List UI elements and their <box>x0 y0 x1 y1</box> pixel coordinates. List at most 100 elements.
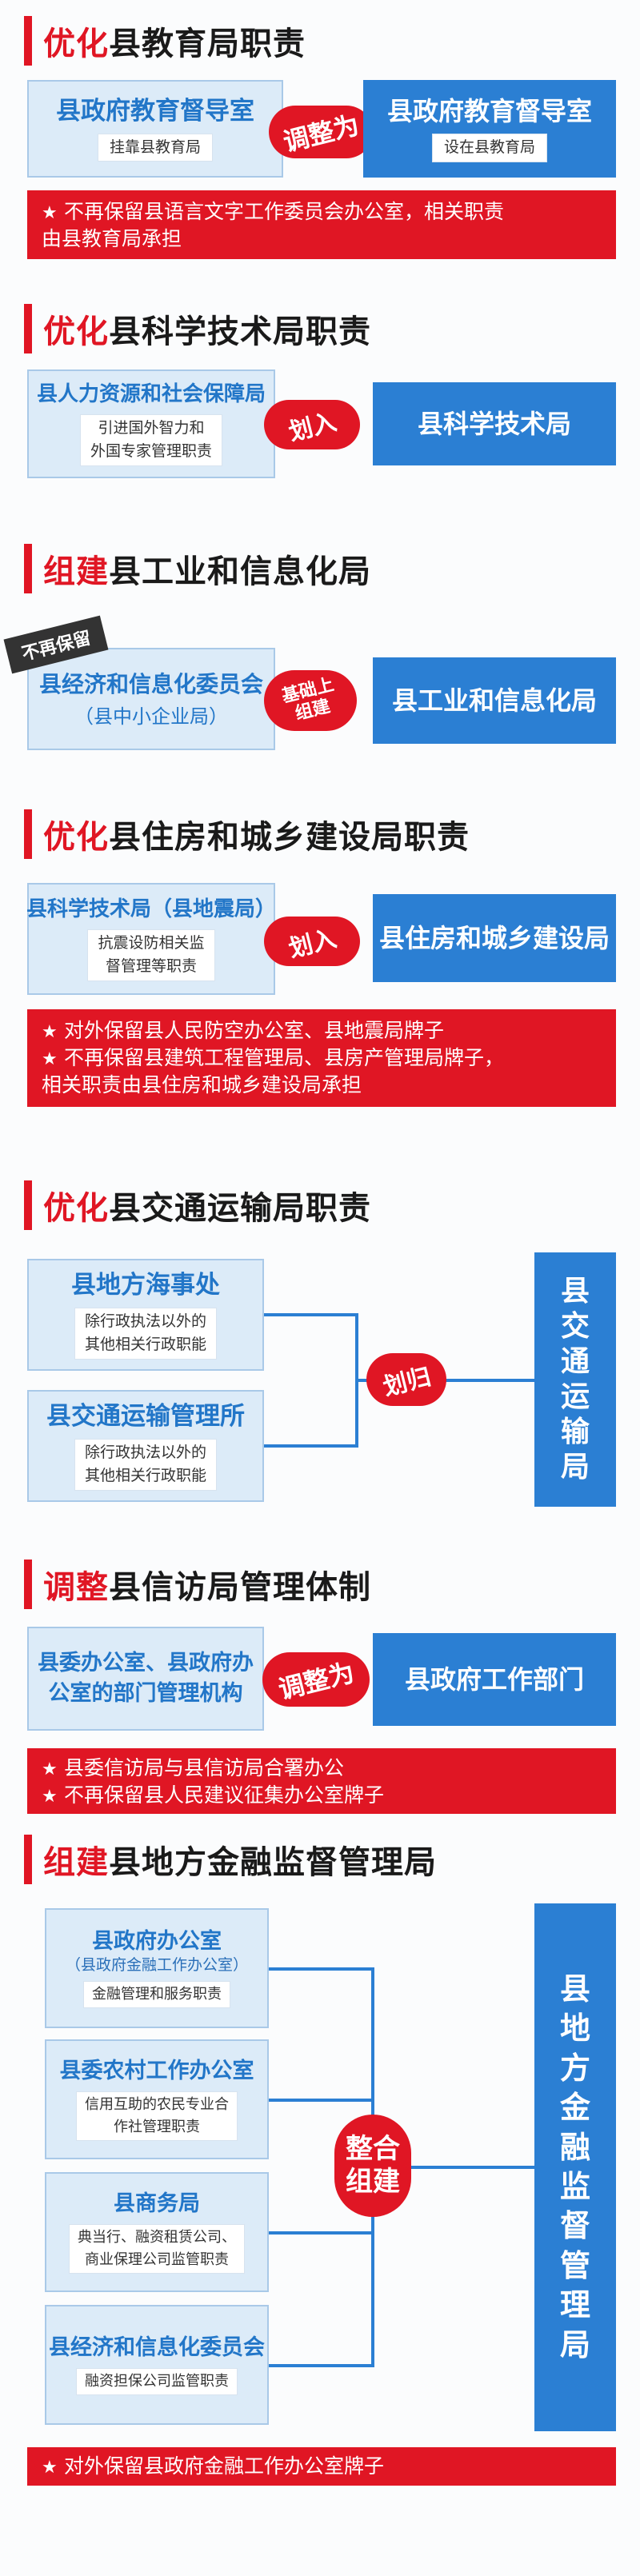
unit-name: 县政府工作部门 <box>404 1664 584 1695</box>
unit-name: 县科学技术局 <box>417 409 571 439</box>
accent-bar <box>24 544 32 593</box>
star-icon: ★ <box>42 2458 58 2478</box>
unit-note: 信用互助的农民专业合 作社管理职责 <box>76 2091 238 2141</box>
target-unit-box: 县政府教育督导室 设在县教育局 <box>363 80 616 178</box>
note-line: ★对外保留县人民防空办公室、县地震局牌子 <box>42 1017 602 1044</box>
section-title: 优化县交通运输局职责 <box>43 1190 371 1227</box>
connector-line <box>269 2231 373 2235</box>
section-header: 组建县工业和信息化局 <box>24 544 371 593</box>
unit-note: （县中小企业局） <box>74 705 228 728</box>
section-title: 组建县工业和信息化局 <box>43 553 371 590</box>
action-badge: 调整为 <box>262 1652 370 1707</box>
note-line: ★不再保留县人民建议征集办公室牌子 <box>42 1782 602 1809</box>
accent-bar <box>24 809 32 859</box>
accent-bar <box>24 1560 32 1609</box>
action-badge: 基础上组建 <box>264 670 357 731</box>
connector-line <box>373 2166 536 2169</box>
connector-line <box>269 1967 373 1971</box>
target-unit-box: 县政府工作部门 <box>373 1633 616 1726</box>
unit-name: 县交通运输管理所 <box>46 1402 245 1432</box>
accent-bar <box>24 1180 32 1230</box>
source-unit-box: 县地方海事处 除行政执法以外的 其他相关行政职能 <box>27 1259 264 1371</box>
action-badge: 整合 组建 <box>334 2115 411 2217</box>
target-unit-box: 县工业和信息化局 <box>373 657 616 744</box>
unit-name: 县人力资源和社会保障局 <box>36 382 266 407</box>
unit-name: 县政府办公室 <box>92 1928 222 1954</box>
section-title: 优化县教育局职责 <box>43 26 306 62</box>
section-header: 优化县交通运输局职责 <box>24 1180 371 1230</box>
unit-alias: （县政府金融工作办公室） <box>65 1955 248 1974</box>
unit-name: 县委办公室、县政府办 <box>38 1651 254 1676</box>
note-line: ★县委信访局与县信访局合署办公 <box>42 1755 602 1782</box>
section-header: 组建县地方金融监督管理局 <box>24 1835 437 1884</box>
accent-bar <box>24 16 32 66</box>
connector-line <box>264 1444 357 1448</box>
connector-line <box>264 1313 357 1316</box>
unit-name: 县科学技术局（县地震局） <box>26 897 277 922</box>
unit-name: 县经济和信息化委员会 <box>38 670 263 697</box>
source-unit-box: 县委农村工作办公室 信用互助的农民专业合 作社管理职责 <box>45 2039 269 2159</box>
unit-name: 县政府教育督导室 <box>56 96 254 126</box>
star-icon: ★ <box>42 1786 58 1807</box>
source-unit-box: 县人力资源和社会保障局 引进国外智力和 外国专家管理职责 <box>27 369 275 478</box>
source-unit-box: 县委办公室、县政府办 公室的部门管理机构 <box>27 1627 264 1731</box>
section-title: 优化县住房和城乡建设局职责 <box>43 819 470 856</box>
unit-note: 设在县教育局 <box>431 134 547 162</box>
star-icon: ★ <box>42 1759 58 1779</box>
connector-line <box>269 2364 373 2367</box>
unit-name: 县地方海事处 <box>71 1271 220 1300</box>
target-unit-box: 县地方金融监督管理局 <box>534 1903 616 2431</box>
section-header: 优化县科学技术局职责 <box>24 304 371 353</box>
source-unit-box: 县交通运输管理所 除行政执法以外的 其他相关行政职能 <box>27 1390 264 1502</box>
action-badge: 划入 <box>264 917 360 966</box>
action-badge: 划归 <box>366 1353 446 1406</box>
star-icon: ★ <box>42 1022 58 1042</box>
unit-name: 县住房和城乡建设局 <box>378 923 610 953</box>
source-unit-box: 县政府办公室 （县政府金融工作办公室） 金融管理和服务职责 <box>45 1908 269 2028</box>
section-title: 优化县科学技术局职责 <box>43 314 371 350</box>
accent-bar <box>24 304 32 353</box>
section-header: 调整县信访局管理体制 <box>24 1560 371 1609</box>
note-box: ★不再保留县语言文字工作委员会办公室，相关职责 由县教育局承担 <box>27 190 616 259</box>
source-unit-box: 县科学技术局（县地震局） 抗震设防相关监 督管理等职责 <box>26 883 277 995</box>
unit-note: 除行政执法以外的 其他相关行政职能 <box>74 1438 217 1491</box>
section-title: 组建县地方金融监督管理局 <box>43 1844 437 1881</box>
note-line: 由县教育局承担 <box>42 226 182 250</box>
unit-name: 县政府教育督导室 <box>386 96 592 127</box>
unit-note: 挂靠县教育局 <box>97 133 213 162</box>
target-unit-box: 县交通运输局 <box>534 1252 616 1507</box>
unit-name: 县经济和信息化委员会 <box>49 2335 265 2361</box>
note-line: ★对外保留县政府金融工作办公室牌子 <box>42 2453 602 2480</box>
unit-name: 县工业和信息化局 <box>391 685 597 716</box>
section-title: 调整县信访局管理体制 <box>43 1569 371 1606</box>
target-unit-box: 县科学技术局 <box>373 382 616 465</box>
unit-name: 县委农村工作办公室 <box>59 2059 254 2084</box>
star-icon: ★ <box>42 203 58 223</box>
unit-note: 抗震设防相关监 督管理等职责 <box>87 929 215 981</box>
action-badge: 划入 <box>264 400 360 449</box>
star-icon: ★ <box>42 1048 58 1069</box>
unit-name: 公室的部门管理机构 <box>48 1681 243 1706</box>
note-box: ★对外保留县政府金融工作办公室牌子 <box>27 2447 616 2486</box>
unit-note: 金融管理和服务职责 <box>83 1981 230 2009</box>
unit-name: 县地方金融监督管理局 <box>559 1971 590 2362</box>
source-unit-box: 县经济和信息化委员会 融资担保公司监管职责 <box>45 2305 269 2425</box>
source-unit-box: 县政府教育督导室 挂靠县教育局 <box>27 80 283 178</box>
section-header: 优化县住房和城乡建设局职责 <box>24 809 470 859</box>
connector-line <box>269 2099 373 2102</box>
note-line: 相关职责由县住房和城乡建设局承担 <box>42 1072 362 1096</box>
accent-bar <box>24 1835 32 1884</box>
note-box: ★县委信访局与县信访局合署办公 ★不再保留县人民建议征集办公室牌子 <box>27 1748 616 1814</box>
action-badge: 调整为 <box>269 106 373 158</box>
source-unit-box: 县经济和信息化委员会 （县中小企业局） <box>27 648 275 750</box>
source-unit-box: 县商务局 典当行、融资租赁公司、 商业保理公司监管职责 <box>45 2172 269 2292</box>
note-box: ★对外保留县人民防空办公室、县地震局牌子 ★不再保留县建筑工程管理局、县房产管理… <box>27 1009 616 1107</box>
unit-name: 县交通运输局 <box>560 1275 590 1484</box>
unit-note: 融资担保公司监管职责 <box>76 2367 238 2395</box>
note-line: ★不再保留县建筑工程管理局、县房产管理局牌子， <box>42 1044 602 1072</box>
unit-note: 除行政执法以外的 其他相关行政职能 <box>74 1307 217 1360</box>
section-header: 优化县教育局职责 <box>24 16 306 66</box>
unit-note: 典当行、融资租赁公司、 商业保理公司监管职责 <box>69 2223 245 2274</box>
unit-name: 县商务局 <box>114 2191 200 2217</box>
target-unit-box: 县住房和城乡建设局 <box>373 894 616 982</box>
